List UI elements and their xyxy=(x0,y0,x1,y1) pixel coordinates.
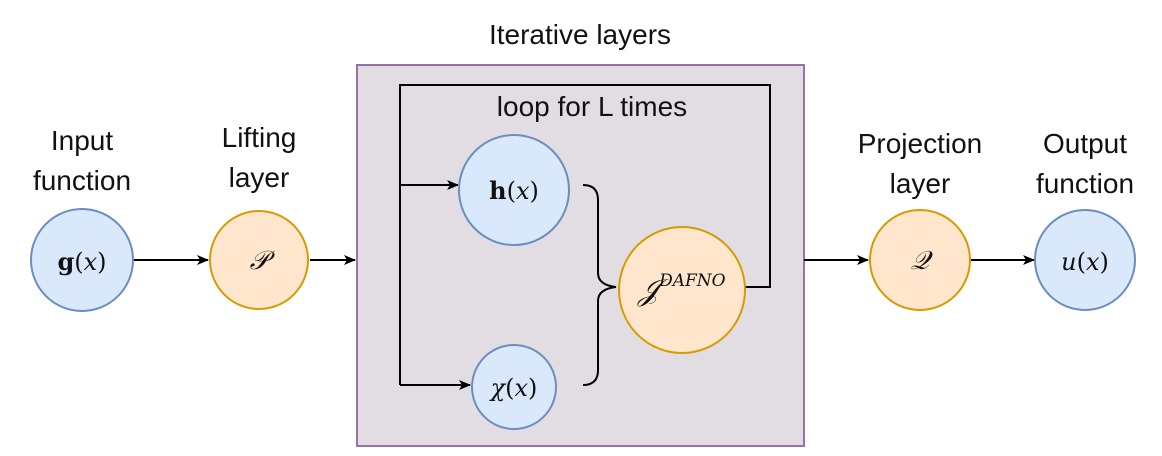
operator-superscript: DAFNO xyxy=(658,271,726,291)
output-function-label-line1: Output xyxy=(1043,128,1127,159)
svg-text:g(x): g(x) xyxy=(57,247,106,276)
h-node: h(x) xyxy=(458,134,570,246)
output-fn: u xyxy=(1061,248,1076,276)
projection-node: 𝒬 xyxy=(869,209,971,311)
input-fn: g xyxy=(57,247,74,276)
loop-label: loop for L times xyxy=(497,91,687,122)
projection-layer-label-line2: layer xyxy=(890,168,951,199)
projection-layer-label-line1: Projection xyxy=(858,128,983,159)
chi-fn: χ xyxy=(489,374,507,402)
h-fn: h xyxy=(489,176,506,205)
operator-node: 𝒥DAFNO xyxy=(618,226,746,354)
chi-node: χ(x) xyxy=(471,344,557,430)
lifting-node: 𝒫 xyxy=(209,210,309,310)
h-arg: x xyxy=(516,177,530,205)
chi-arg: x xyxy=(515,374,529,402)
input-function-label-line1: Input xyxy=(51,125,113,156)
lifting-layer-label-line2: layer xyxy=(229,162,290,193)
output-node: u(x) xyxy=(1034,209,1136,311)
input-arg: x xyxy=(84,248,98,276)
svg-text:u(x): u(x) xyxy=(1061,248,1109,276)
iterative-layers-label: Iterative layers xyxy=(489,19,671,50)
svg-text:χ(x): χ(x) xyxy=(489,374,538,402)
input-function-label-line2: function xyxy=(33,165,131,196)
projection-symbol: 𝒬 xyxy=(911,246,934,276)
input-node: g(x) xyxy=(30,208,134,312)
svg-text:h(x): h(x) xyxy=(489,176,539,205)
lifting-layer-label-line1: Lifting xyxy=(222,122,297,153)
output-arg: x xyxy=(1086,248,1100,276)
output-function-label-line2: function xyxy=(1036,168,1134,199)
combine-brace xyxy=(582,184,617,386)
iterative-layers-box xyxy=(356,64,805,447)
